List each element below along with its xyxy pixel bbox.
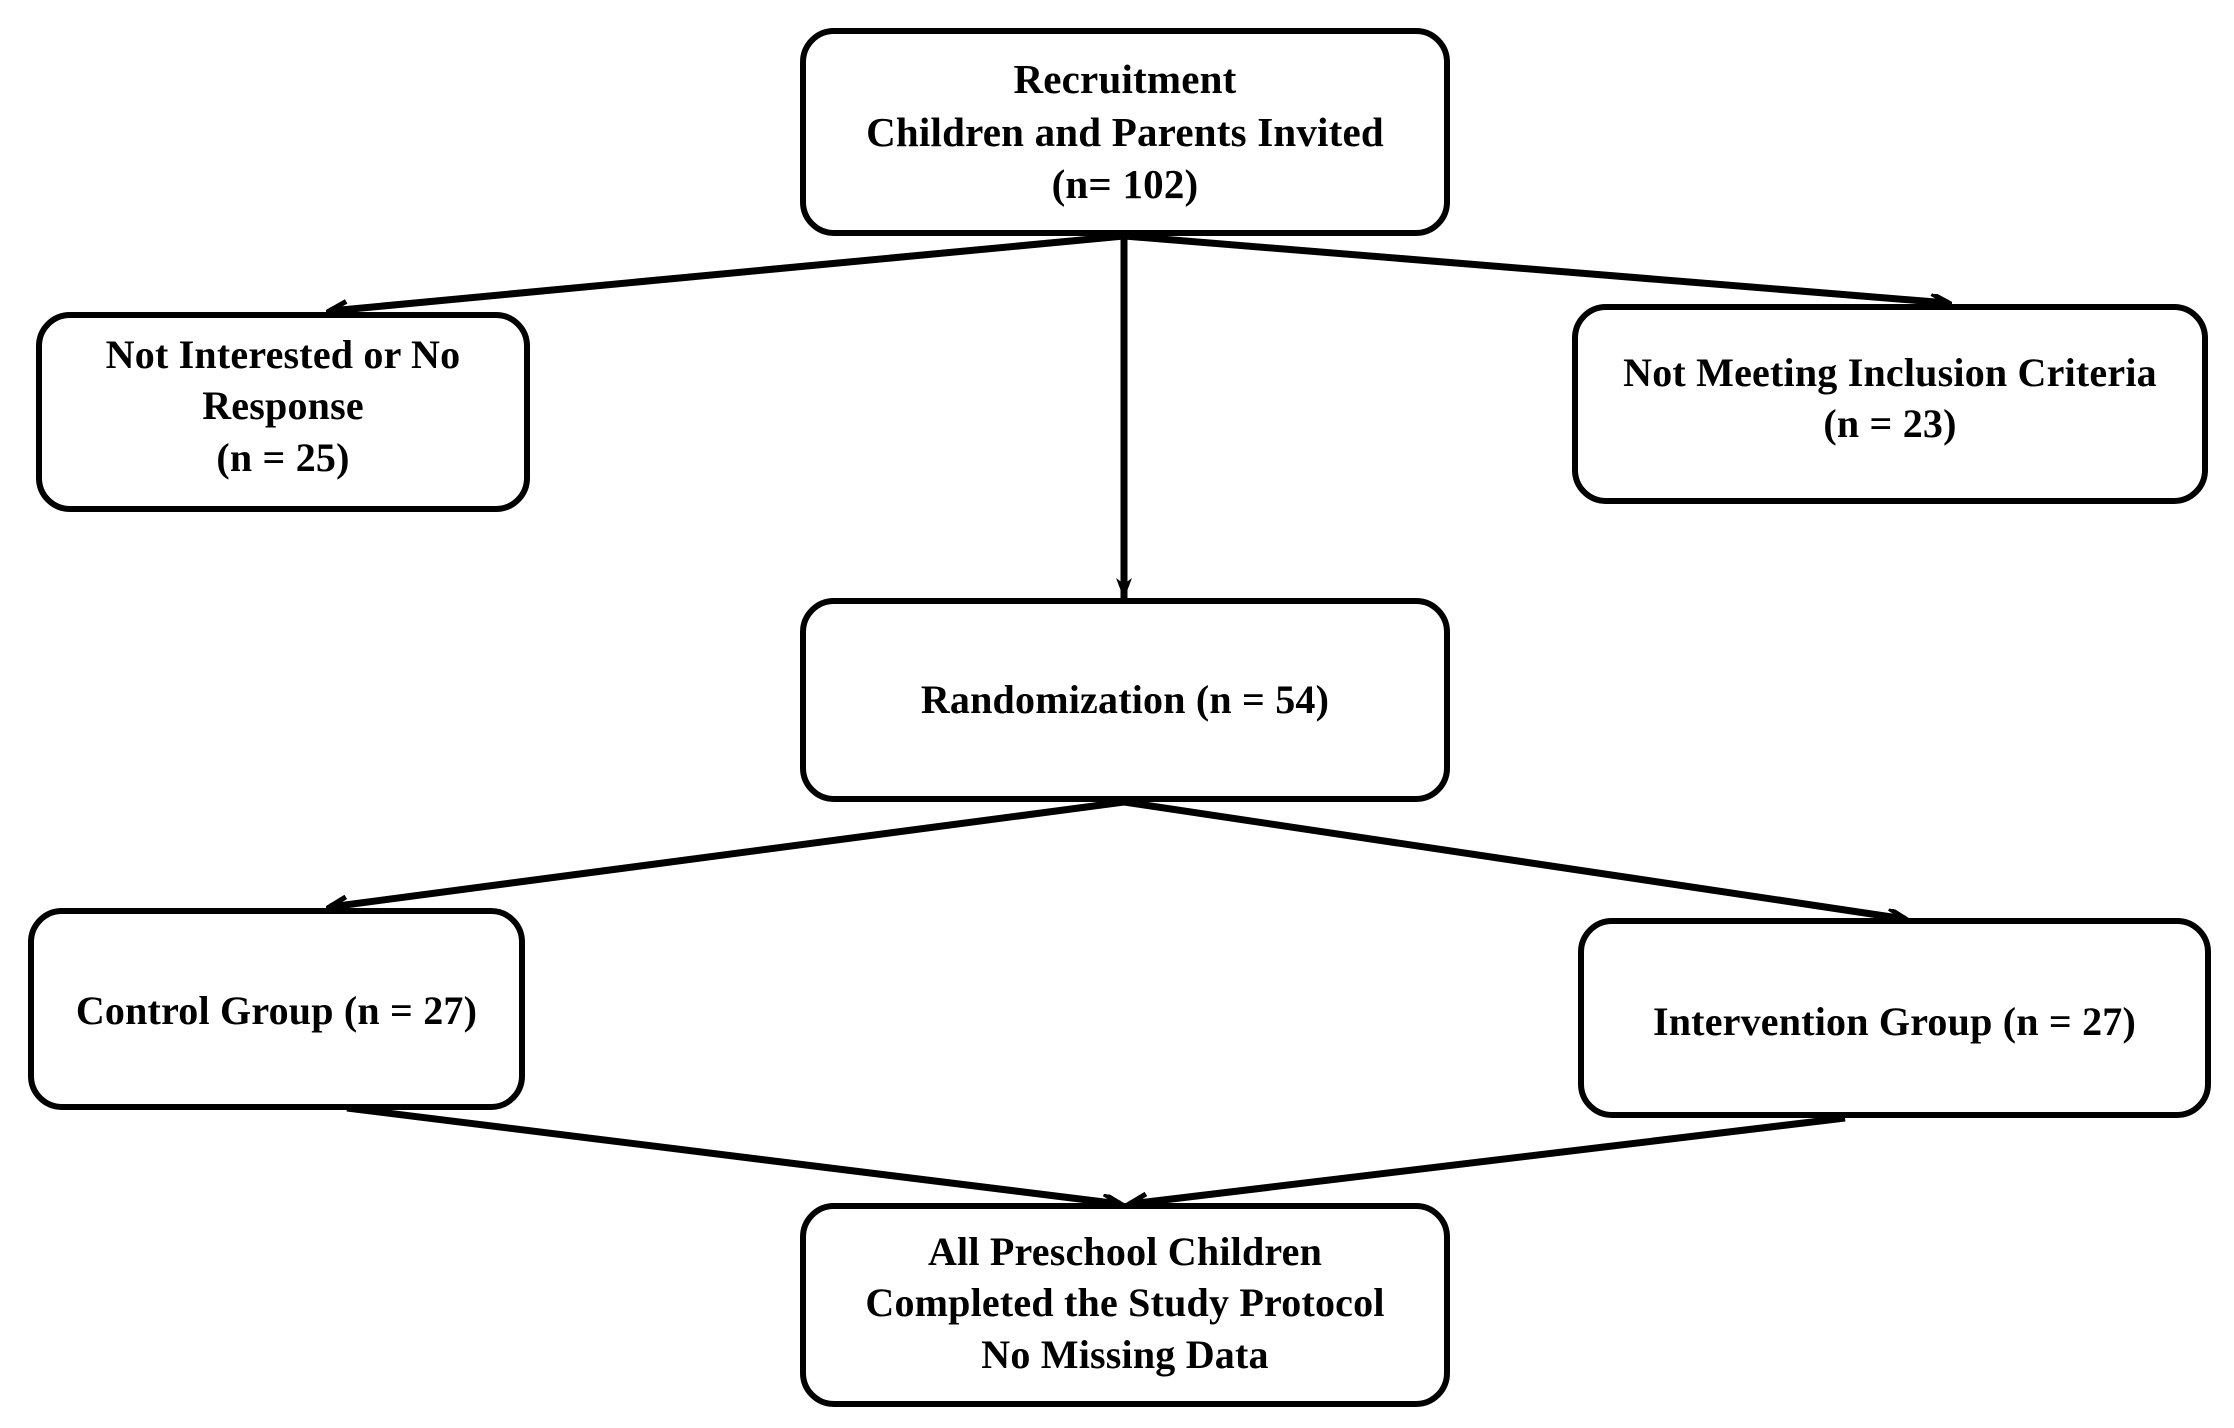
node-randomization-label: Randomization (n = 54) [920,677,1330,723]
edge-recruitment-to-not-interested [330,232,1125,311]
edge-randomization-to-intervention [1123,798,1905,919]
node-control-group: Control Group (n = 27) [28,908,525,1110]
node-completed-label: All Preschool Children Completed the Stu… [865,1229,1385,1377]
edge-control-to-completed [346,1104,1120,1204]
node-recruitment: Recruitment Children and Parents Invited… [800,28,1450,236]
node-all-preschool-children-completed: All Preschool Children Completed the Stu… [800,1203,1450,1407]
node-recruitment-label: Recruitment Children and Parents Invited… [866,56,1384,208]
edge-randomization-to-control [330,798,1125,907]
node-control-group-label: Control Group (n = 27) [75,988,478,1034]
node-intervention-group: Intervention Group (n = 27) [1578,918,2211,1118]
node-not-meeting-label: Not Meeting Inclusion Criteria (n = 23) [1623,349,2157,446]
node-not-meeting-inclusion-criteria: Not Meeting Inclusion Criteria (n = 23) [1572,304,2208,504]
edge-intervention-to-completed [1130,1114,1846,1204]
node-not-interested-or-no-response: Not Interested or No Response (n = 25) [36,312,530,512]
node-randomization: Randomization (n = 54) [800,598,1450,802]
node-intervention-group-label: Intervention Group (n = 27) [1652,999,2137,1045]
edge-recruitment-to-not-meeting [1123,232,1948,303]
node-not-interested-label: Not Interested or No Response (n = 25) [105,332,461,480]
